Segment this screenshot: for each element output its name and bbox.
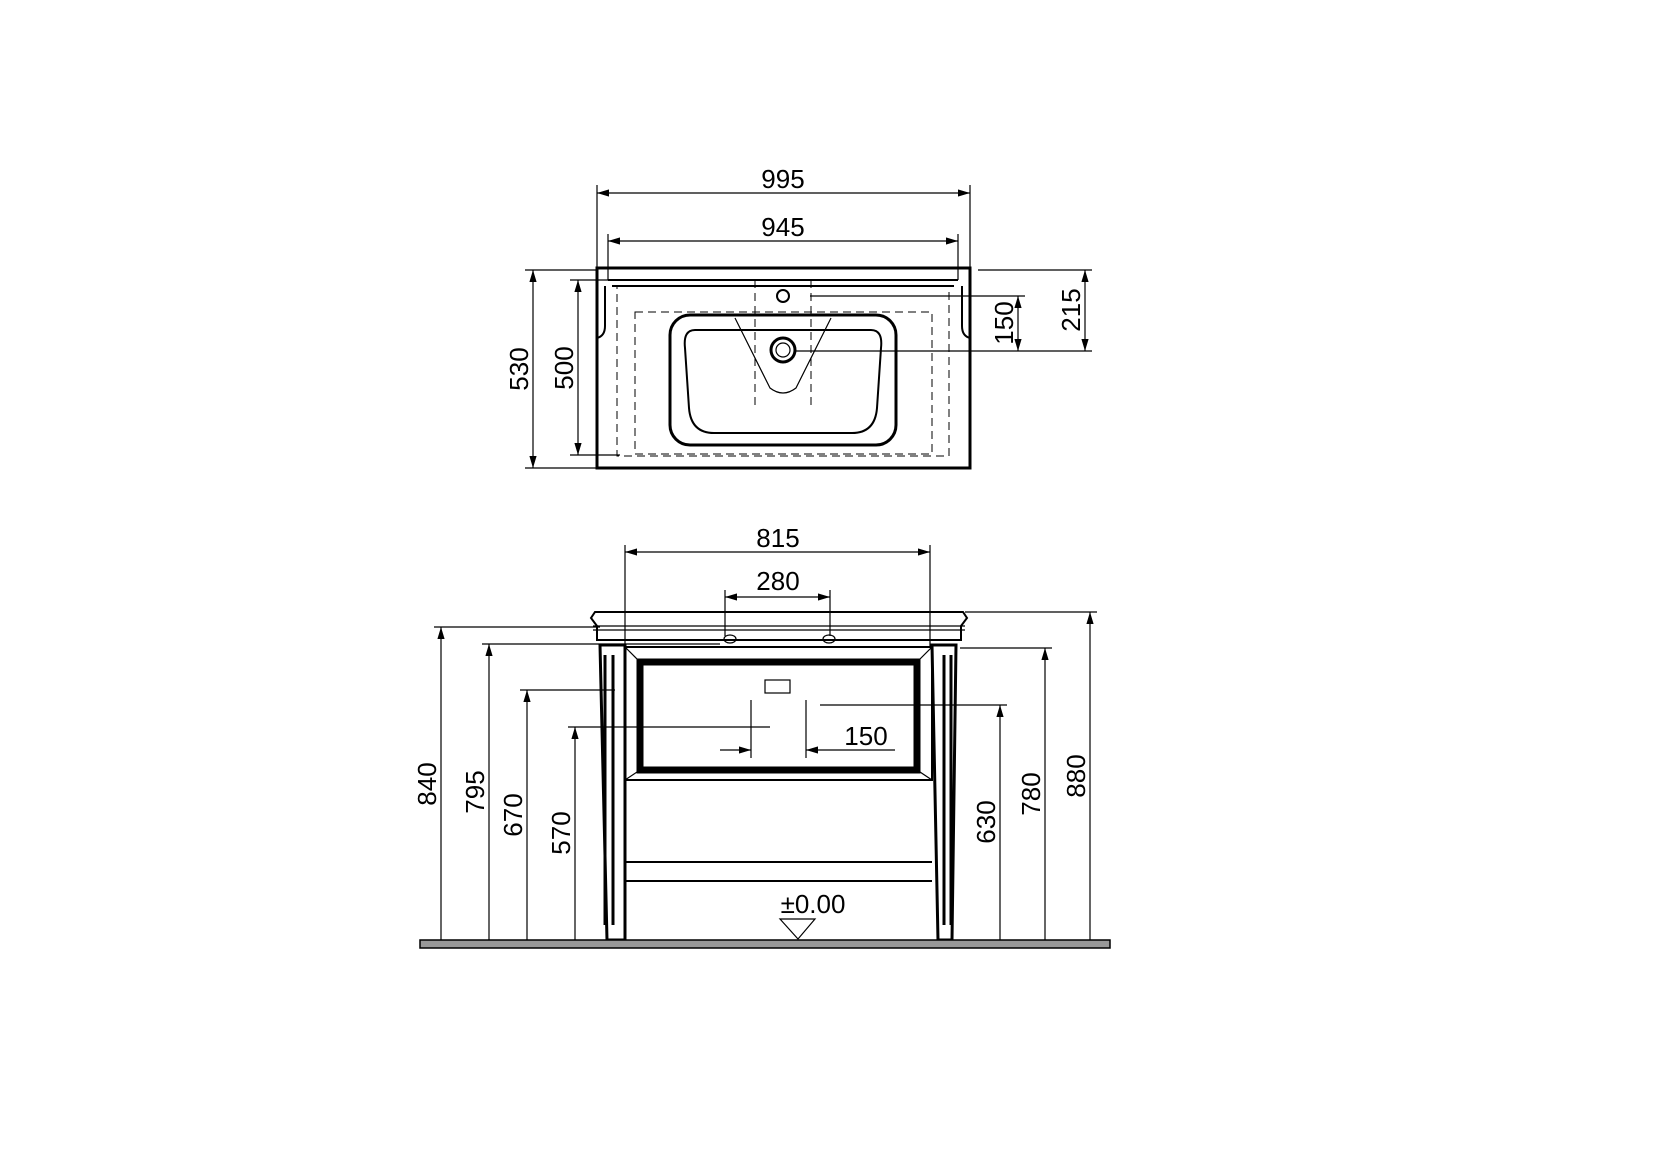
dim-label: 995: [761, 164, 804, 194]
dim-815: 815: [624, 523, 931, 647]
dim-label: 815: [756, 523, 799, 553]
dim-label: 500: [549, 346, 579, 389]
dim-label: 630: [971, 800, 1001, 843]
dim-label: 280: [756, 566, 799, 596]
dim-label: 945: [761, 212, 804, 242]
drain: [769, 336, 797, 364]
dim-label: 570: [546, 811, 576, 854]
floor: [419, 939, 1111, 949]
dim-label: 530: [504, 347, 534, 390]
dim-215: 215: [978, 269, 1092, 351]
basin-bowl: [683, 329, 883, 434]
floor-level-marker: ±0.00: [778, 889, 846, 940]
dim-label: 840: [412, 762, 442, 805]
dim-label: 780: [1016, 772, 1046, 815]
countertop: [589, 611, 969, 641]
tap-hole: [776, 289, 790, 303]
dim-280: 280: [724, 566, 831, 636]
floor-level-label: ±0.00: [781, 889, 846, 919]
dim-label: 670: [498, 793, 528, 836]
dim-945: 945: [607, 212, 959, 280]
dim-995: 995: [596, 164, 971, 268]
dim-880: 880: [965, 611, 1097, 940]
dim-150-top: 150: [795, 295, 1092, 352]
dim-150-front: 150: [720, 700, 895, 758]
dim-670: 670: [498, 689, 615, 940]
dim-label: 215: [1056, 288, 1086, 331]
dim-label: 150: [989, 301, 1019, 344]
basin-outer: [668, 313, 898, 447]
drawer-frame: [624, 646, 933, 781]
dim-570: 570: [546, 726, 770, 940]
dim-780: 780: [960, 647, 1052, 940]
front-view: 815 280 150 840 795 670 570 630: [412, 523, 1111, 949]
drawer-panel: [636, 658, 921, 774]
top-view: 995 945 530 500 150 215: [504, 164, 1092, 470]
dim-label: 795: [460, 770, 490, 813]
dim-label: 150: [844, 721, 887, 751]
dim-label: 880: [1061, 754, 1091, 797]
dim-840: 840: [412, 626, 600, 940]
dim-795: 795: [460, 643, 720, 940]
dim-530: 530: [504, 269, 597, 469]
dim-500: 500: [549, 279, 620, 456]
dim-630: 630: [820, 704, 1007, 940]
